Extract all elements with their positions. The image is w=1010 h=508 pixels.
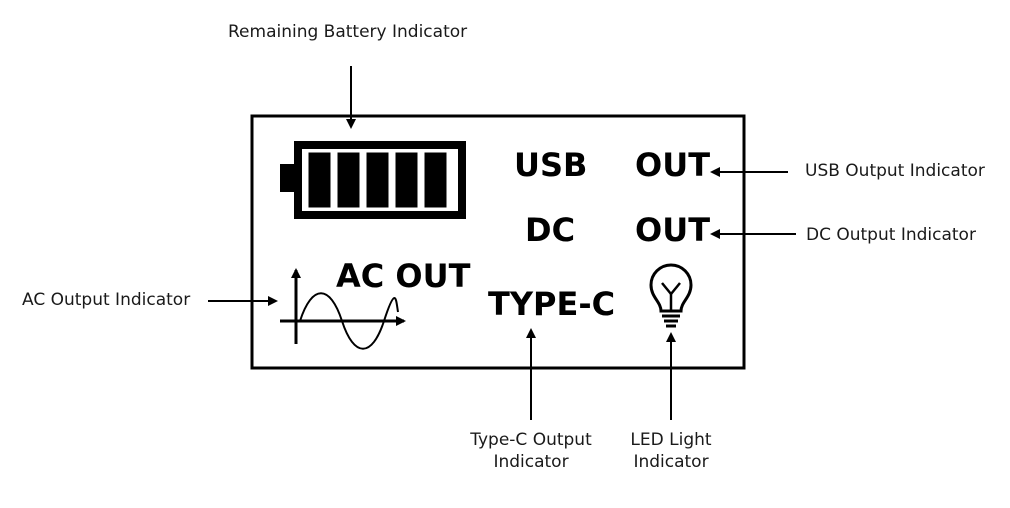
battery-segment xyxy=(366,152,389,208)
usb-label: USB xyxy=(514,146,588,184)
sine-wave-axes-icon xyxy=(280,268,406,350)
battery-terminal xyxy=(280,164,294,192)
usb-output-callout-label: USB Output Indicator xyxy=(805,161,985,181)
usb-out-label: OUT xyxy=(635,146,711,184)
battery-segment xyxy=(424,152,447,208)
dc-out-label: OUT xyxy=(635,211,711,249)
battery-segment xyxy=(337,152,360,208)
type-c-callout-line1: Type-C Output xyxy=(470,430,592,450)
battery-callout-label: Remaining Battery Indicator xyxy=(228,22,468,42)
type-c-label: TYPE-C xyxy=(488,285,616,323)
dc-output-callout-label: DC Output Indicator xyxy=(806,225,976,245)
led-callout-line2: Indicator xyxy=(633,452,709,472)
dc-label: DC xyxy=(525,211,576,249)
ac-output-callout-label: AC Output Indicator xyxy=(22,290,191,310)
led-callout-label: LED Light Indicator xyxy=(616,429,726,473)
battery-segment xyxy=(395,152,418,208)
battery-segment xyxy=(308,152,331,208)
type-c-callout-line2: Indicator xyxy=(493,452,569,472)
battery-segments xyxy=(308,152,447,208)
lcd-display-frame xyxy=(250,114,746,370)
light-bulb-icon xyxy=(649,263,693,328)
ac-out-label: AC OUT xyxy=(336,257,471,295)
battery-icon xyxy=(280,141,466,219)
type-c-callout-label: Type-C Output Indicator xyxy=(456,429,606,473)
led-callout-line1: LED Light xyxy=(630,430,712,450)
